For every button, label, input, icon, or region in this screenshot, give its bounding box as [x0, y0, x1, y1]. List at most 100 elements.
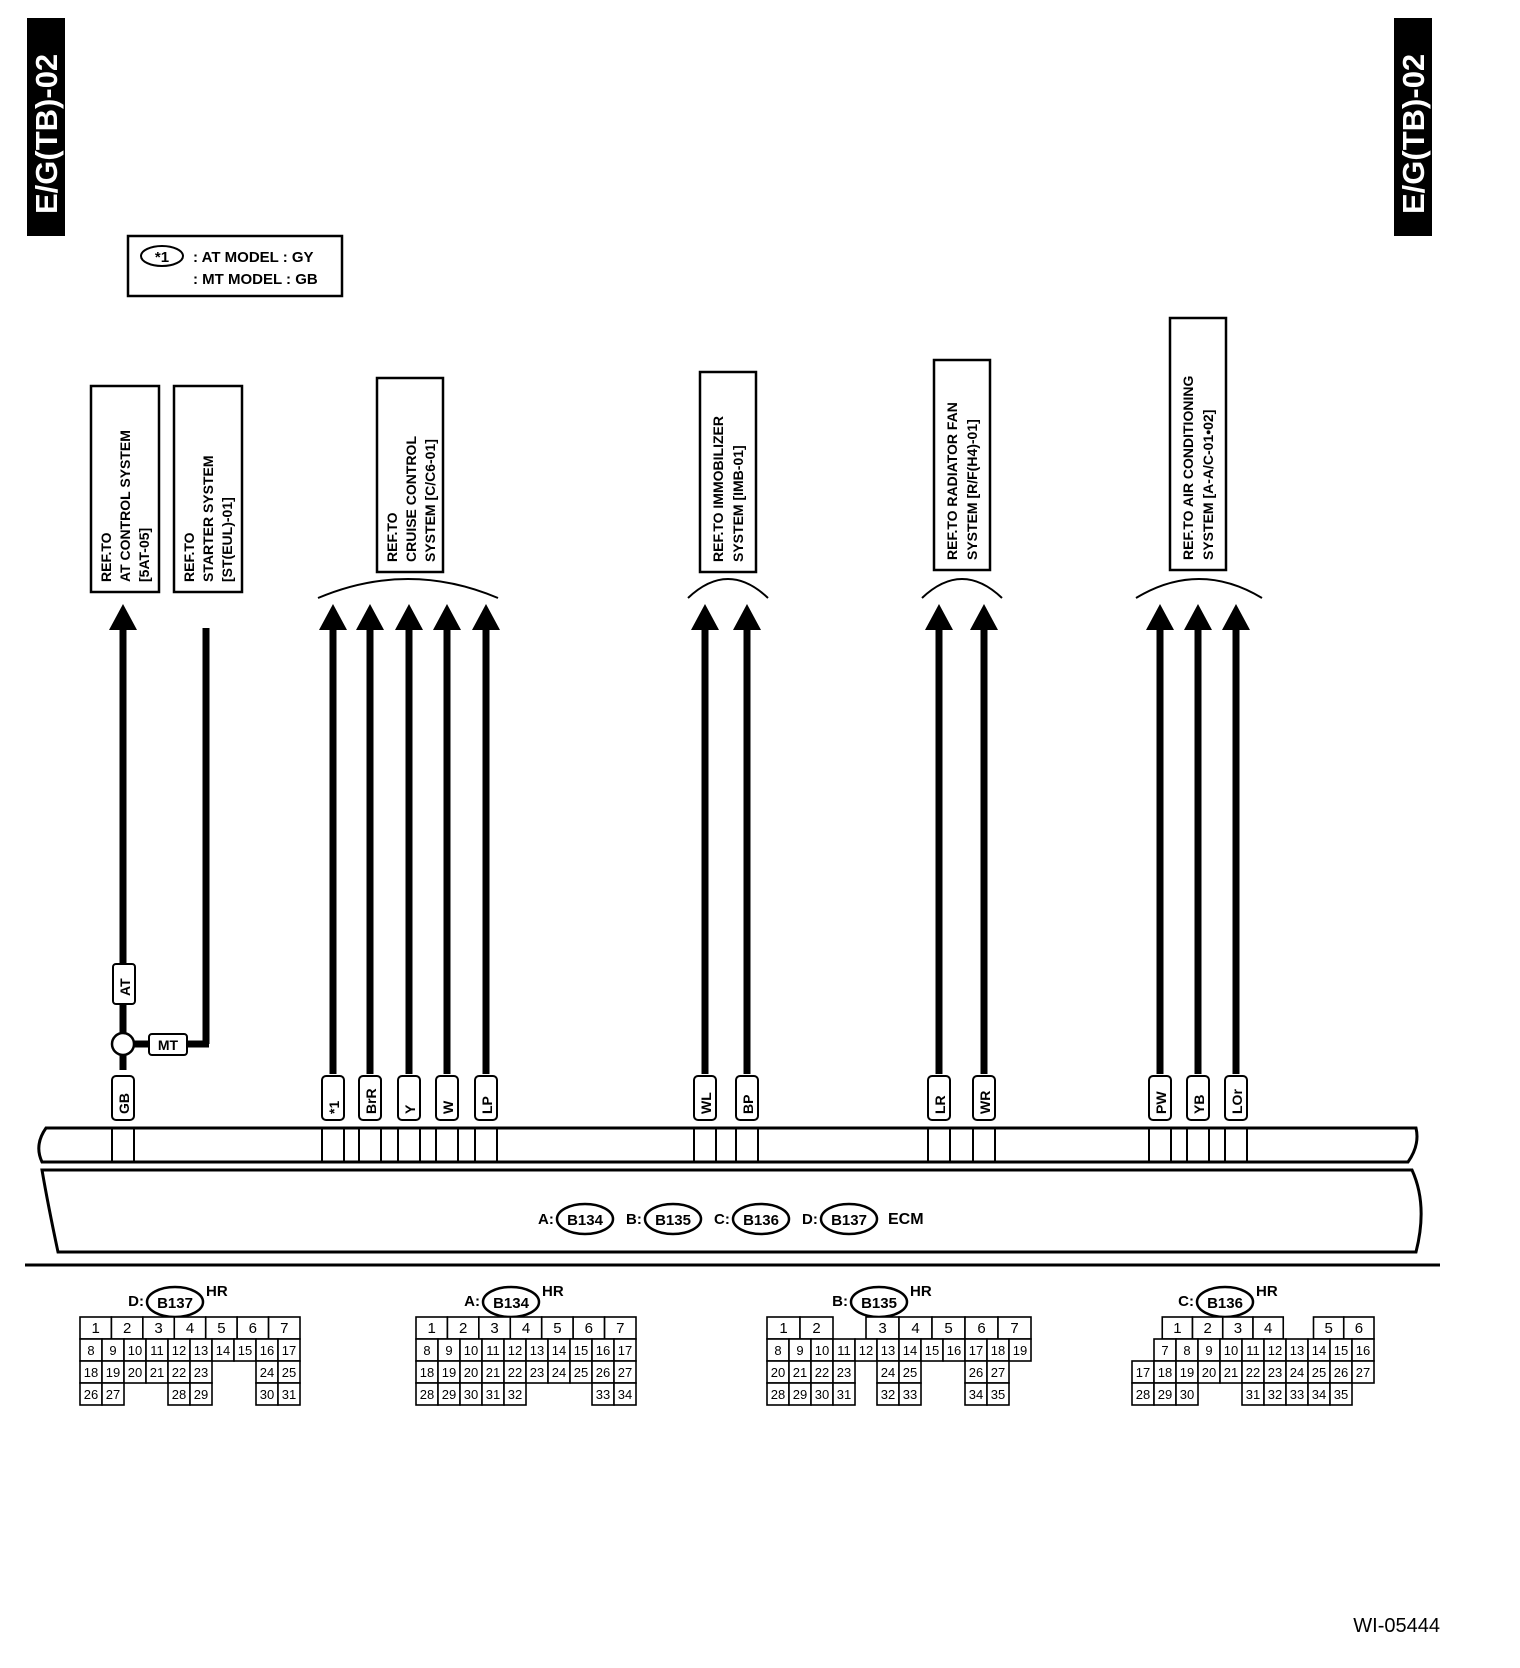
pin-number: 28: [172, 1387, 186, 1402]
ref-box-cruise: REF.TO CRUISE CONTROL SYSTEM [C/C6-01]: [375, 376, 445, 574]
ref-immobilizer-line1: REF.TO IMMOBILIZER: [710, 416, 726, 562]
pin-cell: [1329, 1382, 1353, 1406]
pin-number: 10: [128, 1343, 142, 1358]
pin-number: 33: [1290, 1387, 1304, 1402]
arrow-head: [1146, 604, 1174, 630]
branch-junction: [110, 1031, 136, 1057]
pin-cell: [613, 1382, 637, 1406]
pin-cell: [1175, 1382, 1199, 1406]
pin-number: 11: [1246, 1343, 1260, 1358]
pin-number: 25: [282, 1365, 296, 1380]
arrow-head: [691, 604, 719, 630]
pin-cell: [1351, 1360, 1375, 1384]
pin-number: 33: [596, 1387, 610, 1402]
wire-color-pill: [1148, 1075, 1172, 1121]
pin-number: 24: [881, 1365, 895, 1380]
pin-number: 31: [486, 1387, 500, 1402]
pin-number: 34: [618, 1387, 632, 1402]
pin-number: 8: [87, 1343, 94, 1358]
ref-starter-line1: REF.TO: [181, 532, 197, 582]
ref-starter-line3: [ST(EUL)-01]: [219, 497, 235, 582]
pin-number: 28: [1136, 1387, 1150, 1402]
pin-number: 18: [1158, 1365, 1172, 1380]
pin-number: 1: [779, 1320, 787, 1337]
ecm-connector-ref: D:B137: [802, 1202, 879, 1236]
pin-number: 35: [1334, 1387, 1348, 1402]
pin-number: 23: [530, 1365, 544, 1380]
pin-number: 31: [282, 1387, 296, 1402]
ecm-part-code: B136: [743, 1212, 779, 1229]
pin-number: 13: [194, 1343, 208, 1358]
wire: YC9: [395, 604, 423, 1157]
ecm-connector-ref: B:B135: [626, 1202, 703, 1236]
pin-number: 6: [1355, 1320, 1363, 1337]
wire-color-label: LR: [932, 1095, 948, 1114]
ecm-part-code: B134: [567, 1212, 604, 1229]
pin-number: 23: [194, 1365, 208, 1380]
wire-color-label: WR: [977, 1091, 993, 1114]
pin-number: 17: [1136, 1365, 1150, 1380]
corner-tag-left-text: E/G(TB)-02: [29, 54, 64, 214]
wire-color-pill: [435, 1075, 459, 1121]
connector-prefix: A:: [464, 1293, 480, 1310]
ref-cruise-line1: REF.TO: [384, 512, 400, 562]
wire: BrRC8: [356, 604, 384, 1157]
pin-number: 35: [991, 1387, 1005, 1402]
pin-number: 20: [464, 1365, 478, 1380]
pin-number: 29: [194, 1387, 208, 1402]
pin-number: 13: [881, 1343, 895, 1358]
pin-number: 14: [1312, 1343, 1326, 1358]
legend-symbol: *1: [155, 249, 169, 266]
harness-arc-aircon: [1135, 578, 1263, 599]
pin-number: 22: [1246, 1365, 1260, 1380]
wire-color-pill: [735, 1075, 759, 1121]
wire-color-pill: [927, 1075, 951, 1121]
pin-number: 12: [859, 1343, 873, 1358]
pin-number: 14: [216, 1343, 230, 1358]
pin-number: 5: [1324, 1320, 1332, 1337]
corner-tag-right: E/G(TB)-02: [1394, 18, 1432, 236]
connector-code: B134: [493, 1295, 530, 1312]
ref-radiator-line1: REF.TO RADIATOR FAN: [944, 402, 960, 560]
harness-arc-cruise: [317, 578, 499, 599]
pin-number: 19: [1180, 1365, 1194, 1380]
pin-number: 18: [84, 1365, 98, 1380]
pin-number: 16: [947, 1343, 961, 1358]
ecm-part-prefix: C:: [714, 1211, 730, 1228]
pin-number: 20: [128, 1365, 142, 1380]
ecm-body: [37, 1126, 1423, 1254]
pin-number: 16: [596, 1343, 610, 1358]
ecm-connector-ref: C: B136: [714, 1202, 791, 1236]
pin-number: 14: [552, 1343, 566, 1358]
arrow-head: [319, 604, 347, 630]
wire-color-pill: [358, 1075, 382, 1121]
pin-number: 14: [903, 1343, 917, 1358]
ecm-part-code: B135: [655, 1212, 691, 1229]
harness-arc-immobilizer: [687, 578, 769, 599]
pin-number: 15: [238, 1343, 252, 1358]
pin-number: 2: [1203, 1320, 1211, 1337]
wire-color-label: WL: [698, 1092, 714, 1114]
wire-color-label: *1: [326, 1101, 342, 1114]
legend-mt-line: : MT MODEL : GB: [193, 271, 318, 288]
pin-number: 32: [508, 1387, 522, 1402]
pin-number: 30: [464, 1387, 478, 1402]
pin-number: 12: [1268, 1343, 1282, 1358]
pin-number: 3: [1234, 1320, 1242, 1337]
wire-color-pill: [397, 1075, 421, 1121]
pin-number: 23: [1268, 1365, 1282, 1380]
wire: WLD19: [691, 604, 719, 1157]
ecm-part-oval: [819, 1202, 879, 1236]
pin-number: 8: [1183, 1343, 1190, 1358]
arrow-head: [970, 604, 998, 630]
wire-color-label: PW: [1153, 1091, 1169, 1114]
pin-number: 26: [596, 1365, 610, 1380]
pin-number: 31: [1246, 1387, 1260, 1402]
pin-number: 1: [428, 1320, 436, 1337]
wire: LPC11: [472, 604, 500, 1157]
pin-number: 9: [796, 1343, 803, 1358]
pin-number: 17: [282, 1343, 296, 1358]
wire-color-label: LP: [479, 1096, 495, 1114]
